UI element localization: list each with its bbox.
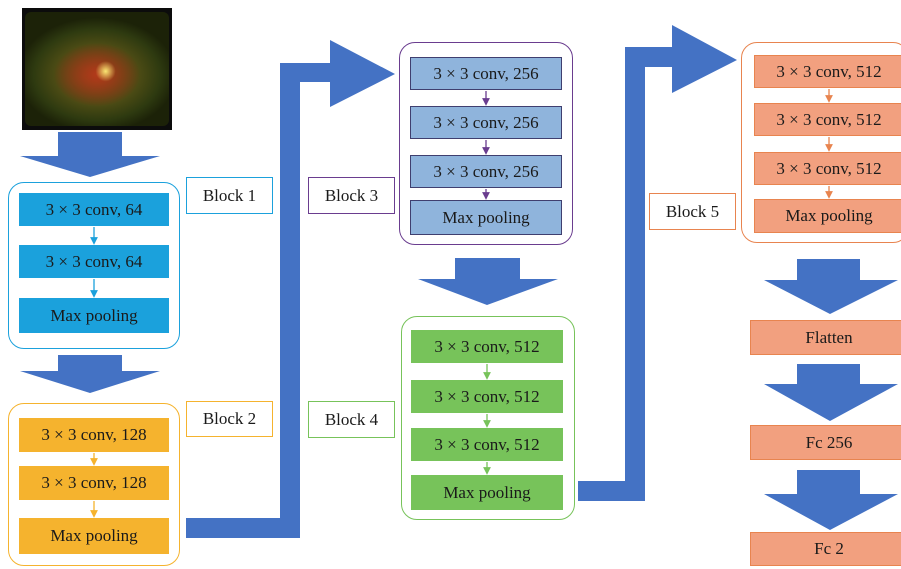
- flatten-layer: Flatten: [750, 320, 901, 355]
- block4-conv2: 3 × 3 conv, 512: [411, 380, 563, 413]
- fc256-layer: Fc 256: [750, 425, 901, 460]
- block3-conv1: 3 × 3 conv, 256: [410, 57, 562, 90]
- block2-maxpool: Max pooling: [19, 518, 169, 554]
- retinal-fundus-image: [25, 12, 169, 126]
- block5-conv1: 3 × 3 conv, 512: [754, 55, 901, 88]
- block4-conv1: 3 × 3 conv, 512: [411, 330, 563, 363]
- block4-conv3: 3 × 3 conv, 512: [411, 428, 563, 461]
- block5-conv2: 3 × 3 conv, 512: [754, 103, 901, 136]
- block1-maxpool: Max pooling: [19, 298, 169, 333]
- block2-label: Block 2: [186, 401, 273, 437]
- arrow-down-block1-to-block2: [20, 355, 160, 393]
- block3-conv3: 3 × 3 conv, 256: [410, 155, 562, 188]
- arrow-down-flatten-to-fc256: [764, 364, 898, 421]
- block3-conv2: 3 × 3 conv, 256: [410, 106, 562, 139]
- arrow-elbow-block2-to-block3: [186, 40, 395, 538]
- block1-label: Block 1: [186, 177, 273, 214]
- block3-label: Block 3: [308, 177, 395, 214]
- arrow-down-input-to-block1: [20, 132, 160, 177]
- block4-maxpool: Max pooling: [411, 475, 563, 510]
- block1-conv1: 3 × 3 conv, 64: [19, 193, 169, 226]
- block3-maxpool: Max pooling: [410, 200, 562, 235]
- arrow-down-block5-to-flatten: [764, 259, 898, 314]
- block2-conv1: 3 × 3 conv, 128: [19, 418, 169, 452]
- block5-label: Block 5: [649, 193, 736, 230]
- fc2-layer: Fc 2: [750, 532, 901, 566]
- block2-conv2: 3 × 3 conv, 128: [19, 466, 169, 500]
- block1-conv2: 3 × 3 conv, 64: [19, 245, 169, 278]
- block5-conv3: 3 × 3 conv, 512: [754, 152, 901, 185]
- arrow-down-block3-to-block4: [418, 258, 558, 305]
- block5-maxpool: Max pooling: [754, 199, 901, 233]
- arrow-down-fc256-to-fc2: [764, 470, 898, 530]
- fundus-image-frame: [22, 8, 172, 130]
- block4-label: Block 4: [308, 401, 395, 438]
